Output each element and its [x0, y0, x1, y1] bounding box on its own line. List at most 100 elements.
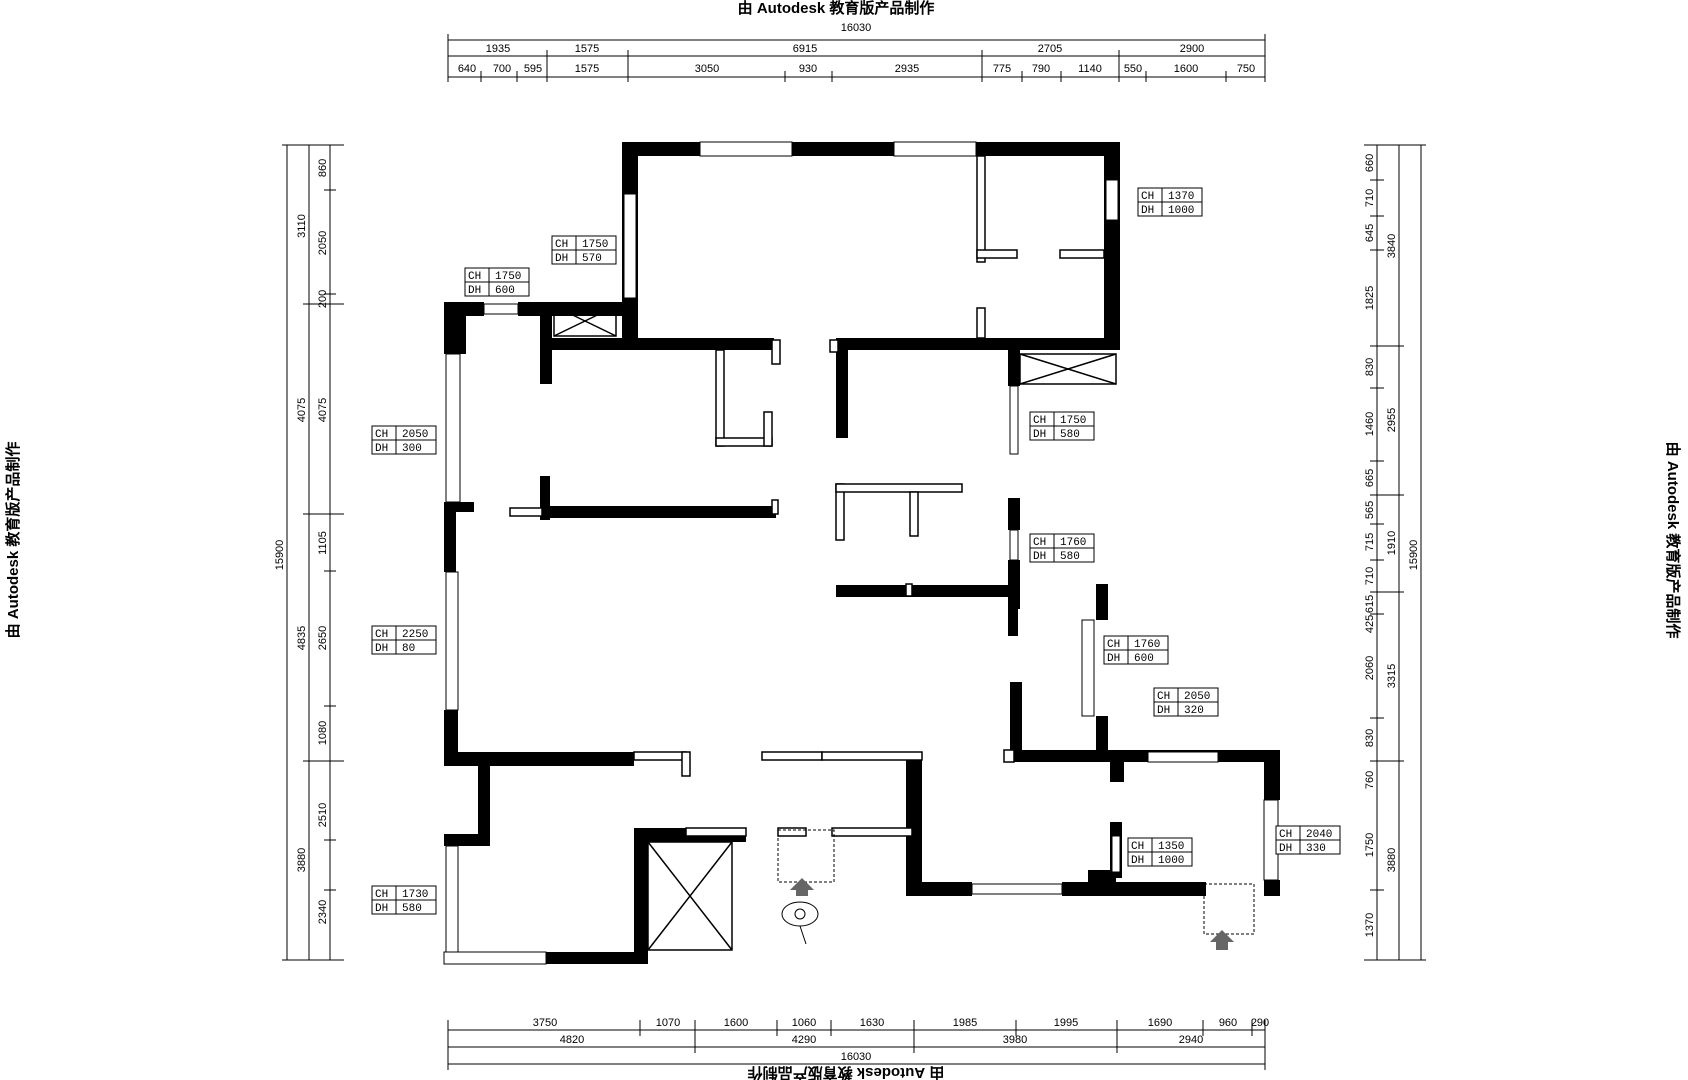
tag-ch-label: CH	[375, 429, 388, 441]
window-top-left	[483, 303, 519, 315]
dimensions-bottom-text: 3750 1070 1600 1060 1630 1985 1995 1690 …	[533, 1017, 1269, 1063]
dim-bottom-1-8: 960	[1219, 1017, 1237, 1029]
tag-dh-label: DH	[1107, 653, 1120, 665]
dim-top-2-5: 930	[799, 63, 817, 75]
dim-right-outer-1: 2955	[1386, 408, 1398, 432]
dim-bottom-1-1: 1070	[656, 1017, 680, 1029]
dim-left-inner-6: 1080	[317, 721, 329, 745]
dim-right-inner-3: 1825	[1364, 286, 1376, 310]
dim-bottom-1-9: 290	[1251, 1017, 1269, 1029]
dim-left-inner-4: 1105	[317, 531, 329, 555]
dim-right-outer-3: 3315	[1386, 664, 1398, 688]
tag-box	[1153, 701, 1219, 717]
dim-left-inner-7: 2510	[317, 803, 329, 827]
tag-box	[1103, 649, 1169, 665]
dim-right-inner-9: 710	[1364, 567, 1376, 585]
dim-right-inner-7: 565	[1364, 501, 1376, 519]
tag-ch-value: 1750	[495, 271, 521, 283]
dim-right-inner-4: 830	[1364, 358, 1376, 376]
window-bottom-mid	[971, 883, 1063, 895]
dimensions-right	[1364, 144, 1426, 961]
tag-ch-value: 1760	[1060, 537, 1086, 549]
window-right-4	[1147, 751, 1219, 763]
watermark-top: 由 Autodesk 教育版产品制作	[738, 0, 935, 17]
dim-overall-height-left: 15900	[274, 540, 286, 571]
tag-box	[371, 639, 437, 655]
shafts	[553, 305, 1117, 951]
tag-box	[551, 249, 617, 265]
dim-top-1-4: 2900	[1180, 43, 1204, 55]
tag-box	[1029, 425, 1095, 441]
tag-dh-label: DH	[555, 253, 568, 265]
dim-left-outer-0: 3110	[296, 214, 308, 238]
tag-dh-label: DH	[1033, 429, 1046, 441]
dimensions-top-text: 16030 1935 1575 6915 2705 2900 640 700 5…	[458, 22, 1255, 75]
dim-right-inner-12: 2060	[1364, 656, 1376, 680]
tag-dh-value: 580	[402, 903, 422, 915]
dim-bottom-1-4: 1630	[860, 1017, 884, 1029]
dim-top-2-6: 2935	[895, 63, 919, 75]
dim-bottom-2-2: 3980	[1003, 1034, 1027, 1046]
tag-ch-label: CH	[1107, 639, 1120, 651]
watermark-right: 由 Autodesk 教育版产品制作	[1664, 442, 1682, 639]
tag-box	[1029, 547, 1095, 563]
tag-dh-label: DH	[1131, 855, 1144, 867]
tag-dh-label: DH	[375, 903, 388, 915]
dim-top-2-2: 595	[524, 63, 542, 75]
dim-right-inner-0: 660	[1364, 154, 1376, 172]
dimensions-bottom	[447, 1020, 1266, 1070]
dim-right-inner-8: 715	[1364, 533, 1376, 551]
person-icon	[781, 901, 819, 945]
tag-dh-label: DH	[1279, 843, 1292, 855]
tag-dh-value: 320	[1184, 705, 1204, 717]
dim-bottom-1-2: 1600	[724, 1017, 748, 1029]
tag-ch-value: 1350	[1158, 841, 1184, 853]
entry-arrows	[790, 878, 1234, 950]
dim-right-inner-14: 760	[1364, 771, 1376, 789]
dim-top-2-8: 790	[1032, 63, 1050, 75]
elevator-shaft	[647, 841, 733, 951]
dim-right-inner-10: 615	[1364, 595, 1376, 613]
dim-top-2-3: 1575	[575, 63, 599, 75]
dim-bottom-1-7: 1690	[1148, 1017, 1172, 1029]
arrow-up-icon-2	[1210, 930, 1234, 950]
tag-ch-label: CH	[375, 889, 388, 901]
tag-ch-value: 1750	[582, 239, 608, 251]
dimensions-right-text: 15900 3840 2955 1910 3315 3880 660 710 6…	[1364, 154, 1420, 937]
dimensions-top	[447, 34, 1266, 82]
window-right-2	[1009, 529, 1019, 561]
tag-dh-value: 570	[582, 253, 602, 265]
dim-left-outer-3: 3880	[296, 848, 308, 872]
dim-bottom-1-0: 3750	[533, 1017, 557, 1029]
window-right-6	[1111, 835, 1121, 873]
dim-right-inner-5: 1460	[1364, 412, 1376, 436]
tag-ch-value: 1730	[402, 889, 428, 901]
tag-ch-label: CH	[468, 271, 481, 283]
dimensions-left	[282, 144, 344, 961]
tag-dh-value: 580	[1060, 551, 1080, 563]
tag-dh-value: 1000	[1158, 855, 1184, 867]
tag-dh-label: DH	[375, 443, 388, 455]
dim-right-outer-4: 3880	[1386, 848, 1398, 872]
dim-bottom-2-0: 4820	[560, 1034, 584, 1046]
tag-dh-label: DH	[468, 285, 481, 297]
tag-ch-value: 1760	[1134, 639, 1160, 651]
tag-dh-value: 1000	[1168, 205, 1194, 217]
window-left-2	[445, 571, 459, 711]
dim-bottom-1-3: 1060	[792, 1017, 816, 1029]
dim-top-2-10: 550	[1124, 63, 1142, 75]
dim-left-inner-2: 200	[317, 290, 329, 308]
arrow-up-icon	[790, 878, 814, 896]
dim-left-inner-1: 2050	[317, 231, 329, 255]
tag-box	[1275, 839, 1341, 855]
